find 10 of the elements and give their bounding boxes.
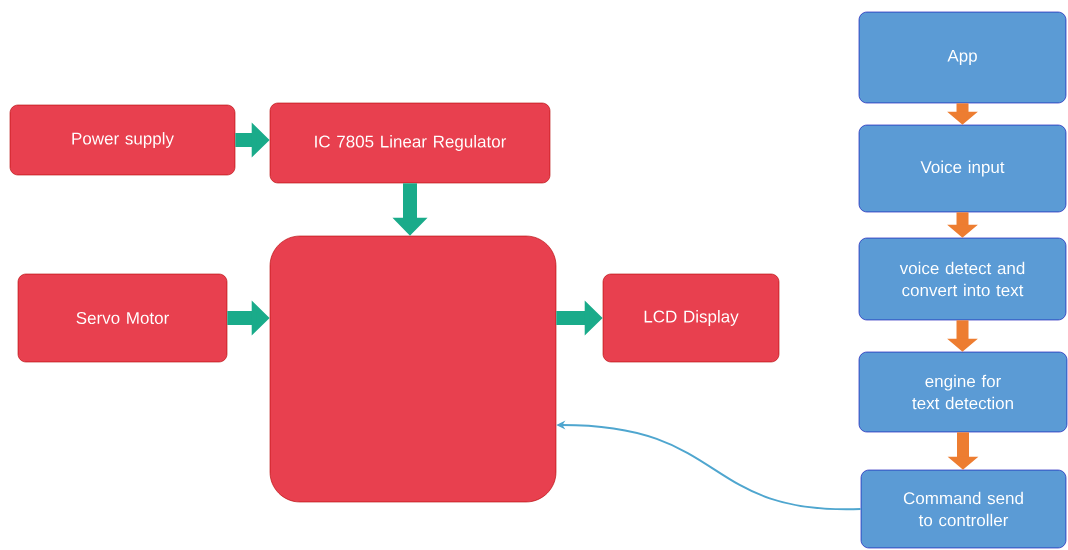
process-box: LCD Display <box>602 273 780 363</box>
process-box: voice detect and convert into text <box>858 237 1067 321</box>
process-box: IC 7805 Linear Regulator <box>269 102 551 184</box>
process-box: App <box>858 11 1067 104</box>
block-box <box>269 235 557 503</box>
process-box: Voice input <box>858 124 1067 213</box>
process-box: engine for text detection <box>858 351 1068 433</box>
process-box: Servo Motor <box>17 273 228 363</box>
process-box: Command send to controller <box>860 469 1067 549</box>
process-box: Power supply <box>9 104 236 176</box>
